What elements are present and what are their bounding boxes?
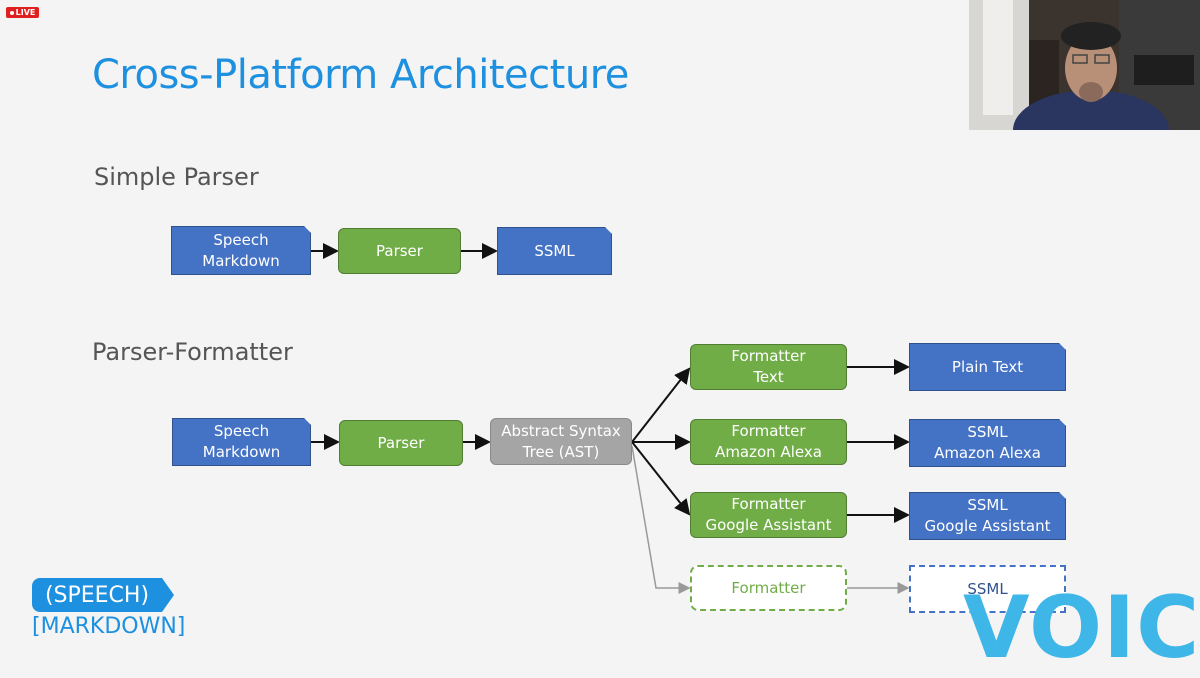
presenter-webcam <box>969 0 1200 130</box>
section-parser-formatter: Parser-Formatter <box>92 338 293 366</box>
simple-input-label: Speech Markdown <box>202 230 280 270</box>
output-plain-text-label: Plain Text <box>951 357 1024 376</box>
pf-parser-label: Parser <box>377 433 425 452</box>
output-ssml-google-node: SSML Google Assistant <box>909 492 1066 540</box>
formatter-alexa-label: Formatter Amazon Alexa <box>715 422 822 461</box>
simple-input-node: Speech Markdown <box>171 226 311 275</box>
output-ssml-generic-node: SSML <box>909 565 1066 613</box>
simple-parser-label: Parser <box>376 241 423 260</box>
live-badge: LIVE <box>6 7 39 18</box>
arrow-ast-to-formatter-google <box>631 441 691 516</box>
live-dot-icon <box>9 10 14 15</box>
ast-node: Abstract Syntax Tree (AST) <box>490 418 632 465</box>
speech-logo-text: (SPEECH) <box>44 582 150 608</box>
output-ssml-generic-label: SSML <box>967 579 1008 598</box>
voice-logo: VOICE <box>963 578 1200 678</box>
formatter-google-label: Formatter Google Assistant <box>705 495 832 534</box>
speech-logo: (SPEECH) <box>32 578 162 612</box>
output-ssml-google-label: SSML Google Assistant <box>924 496 1051 535</box>
arrow-ast-to-formatter-generic <box>631 445 691 594</box>
output-ssml-alexa-label: SSML Amazon Alexa <box>934 423 1041 462</box>
formatter-google-node: Formatter Google Assistant <box>690 492 847 538</box>
markdown-logo: [MARKDOWN] <box>32 614 186 639</box>
pf-parser-node: Parser <box>339 420 463 466</box>
presenter-video-image <box>969 0 1200 130</box>
section-simple-parser: Simple Parser <box>94 163 259 191</box>
formatter-text-node: Formatter Text <box>690 344 847 390</box>
pf-input-label: Speech Markdown <box>202 422 281 461</box>
simple-output-label: SSML <box>534 241 575 260</box>
output-plain-text-node: Plain Text <box>909 343 1066 391</box>
pf-input-node: Speech Markdown <box>172 418 311 466</box>
speech-logo-tip <box>162 578 174 612</box>
arrow-ast-to-formatter-text <box>631 367 691 443</box>
simple-parser-node: Parser <box>338 228 461 274</box>
output-ssml-alexa-node: SSML Amazon Alexa <box>909 419 1066 467</box>
simple-output-node: SSML <box>497 227 612 275</box>
slide-title: Cross-Platform Architecture <box>92 52 629 98</box>
formatter-text-label: Formatter Text <box>731 347 806 386</box>
live-label: LIVE <box>15 8 36 17</box>
formatter-alexa-node: Formatter Amazon Alexa <box>690 419 847 465</box>
formatter-generic-label: Formatter <box>731 578 806 597</box>
ast-label: Abstract Syntax Tree (AST) <box>501 421 621 461</box>
formatter-generic-node: Formatter <box>690 565 847 611</box>
